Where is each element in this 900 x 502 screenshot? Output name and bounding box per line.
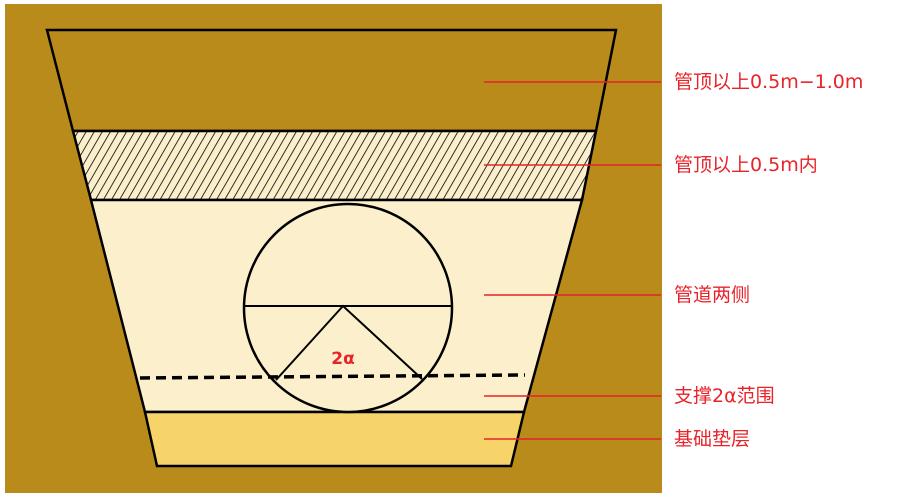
support-dashed-line [139, 373, 526, 380]
leader-lines [484, 81, 661, 440]
pipe-circle [242, 202, 454, 414]
top-fill-zone [45, 28, 618, 133]
label-top-fill: 管顶以上0.5m−1.0m [674, 71, 864, 93]
angle-label: 2α [331, 349, 355, 369]
bedding-zone [143, 410, 526, 468]
label-pipe-sides: 管道两侧 [674, 284, 751, 306]
support-angle-lines [275, 304, 423, 381]
label-support-zone: 支撑2α范围 [674, 385, 775, 407]
label-hatched-fill: 管顶以上0.5m内 [674, 154, 818, 176]
label-bedding: 基础垫层 [674, 428, 751, 450]
